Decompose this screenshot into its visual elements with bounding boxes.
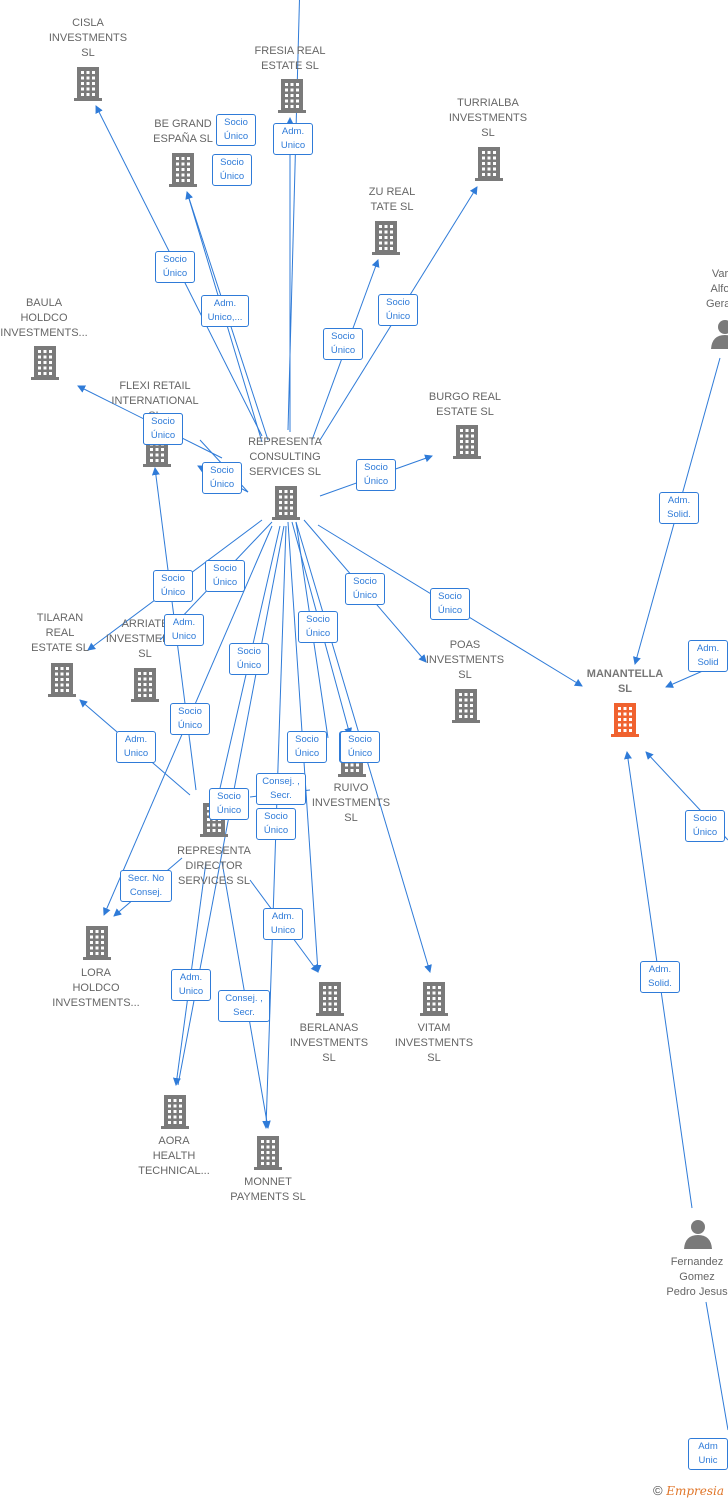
copyright-symbol: © [652,1483,663,1498]
node-label-baula[interactable]: BAULA HOLDCO INVESTMENTS... [0,297,88,339]
node-label-berlanas[interactable]: BERLANAS INVESTMENTS SL [289,1022,369,1064]
edge-label[interactable]: Secr. No Consej. [120,870,172,902]
edge-label[interactable]: Consej. , Secr. [218,990,270,1022]
edge-label[interactable]: Socio Único [209,788,249,820]
node-label-representa[interactable]: REPRESENTA CONSULTING SERVICES SL [248,436,322,478]
edge-label[interactable]: Socio Único [298,611,338,643]
node-label-aora[interactable]: AORA HEALTH TECHNICAL... [138,1135,210,1177]
edge-label[interactable]: Socio Único [287,731,327,763]
edge-label[interactable]: Adm. Unico [263,908,303,940]
company-building-icon [420,982,448,1016]
company-building-icon [475,147,503,181]
edge-label[interactable]: Adm. Unico [273,123,313,155]
node-label-ruivo[interactable]: RUIVO INVESTMENTS SL [311,782,391,824]
company-building-icon [131,668,159,702]
company-building-icon [372,221,400,255]
node-label-tilaran[interactable]: TILARAN REAL ESTATE SL [31,612,89,654]
edge-label[interactable]: Socio Único [356,459,396,491]
node-label-poas[interactable]: POAS INVESTMENTS SL [425,639,505,681]
company-building-icon [316,982,344,1016]
edge-label[interactable]: Socio Único [153,570,193,602]
edge-label[interactable]: Socio Único [202,462,242,494]
edge-label[interactable]: Socio Único [340,731,380,763]
node-label-lora[interactable]: LORA HOLDCO INVESTMENTS... [52,967,140,1009]
edge-label[interactable]: Adm. Solid [688,640,728,672]
edge-label[interactable]: Socio Único [345,573,385,605]
company-building-icon [278,79,306,113]
node-label-fresia[interactable]: FRESIA REAL ESTATE SL [254,45,326,72]
node-label-vitam[interactable]: VITAM INVESTMENTS SL [394,1022,474,1064]
edge-label[interactable]: Socio Único [216,114,256,146]
copyright-notice: © Empresia [653,1483,724,1498]
edge-label[interactable]: Adm. Solid. [640,961,680,993]
edge-label[interactable]: Socio Único [155,251,195,283]
edge-label[interactable]: Adm. Solid. [659,492,699,524]
company-building-icon [453,425,481,459]
edge-label[interactable]: Socio Único [212,154,252,186]
company-building-icon [161,1095,189,1129]
edge-label[interactable]: Socio Único [143,413,183,445]
node-label-turrialba[interactable]: TURRIALBA INVESTMENTS SL [448,97,528,139]
edge-label[interactable]: Socio Único [170,703,210,735]
edge-label[interactable]: Adm Unic [688,1438,728,1470]
edge-label[interactable]: Socio Único [256,808,296,840]
edge-label[interactable]: Socio Único [323,328,363,360]
edge-label[interactable]: Adm. Unico [164,614,204,646]
edge-label[interactable]: Socio Único [229,643,269,675]
edge-label[interactable]: Socio Único [685,810,725,842]
edge-line [705,1301,728,1431]
person-icon [684,1220,712,1249]
edge-label[interactable]: Socio Único [378,294,418,326]
node-label-director[interactable]: REPRESENTA DIRECTOR SERVICES SL [177,845,251,887]
company-building-icon [254,1136,282,1170]
person-icon [711,320,728,349]
company-building-icon [74,67,102,101]
node-label-flexi[interactable]: FLEXI RETAIL INTERNATIONAL SL [111,380,199,422]
node-label-burgo[interactable]: BURGO REAL ESTATE SL [428,391,502,418]
node-label-cisla[interactable]: CISLA INVESTMENTS SL [48,17,128,59]
company-building-icon [452,689,480,723]
edge-label[interactable]: Socio Único [430,588,470,620]
highlighted-company-icon [611,703,639,737]
edge-label[interactable]: Adm. Unico [171,969,211,1001]
edge-label[interactable]: Consej. , Secr. [256,773,306,805]
edge-label[interactable]: Adm. Unico [116,731,156,763]
company-building-icon [31,346,59,380]
brand-logo: Empresia [666,1484,724,1498]
company-building-icon [83,926,111,960]
company-building-icon [169,153,197,187]
node-label-irazu[interactable]: ZU REAL TATE SL [368,186,416,213]
node-label-begrand[interactable]: BE GRAND ESPAÑA SL [153,118,213,145]
node-label-manantella[interactable]: MANANTELLA SL [586,668,664,695]
node-label-person_fernandez[interactable]: Fernandez Gomez Pedro Jesus [666,1256,728,1298]
edge-label[interactable]: Adm. Unico,... [201,295,249,327]
company-building-icon [48,663,76,697]
node-label-monnet[interactable]: MONNET PAYMENTS SL [230,1176,306,1203]
node-label-person_var[interactable]: Var Alfo Gerar [705,268,728,310]
company-building-icon [272,486,300,520]
edge-label[interactable]: Socio Único [205,560,245,592]
